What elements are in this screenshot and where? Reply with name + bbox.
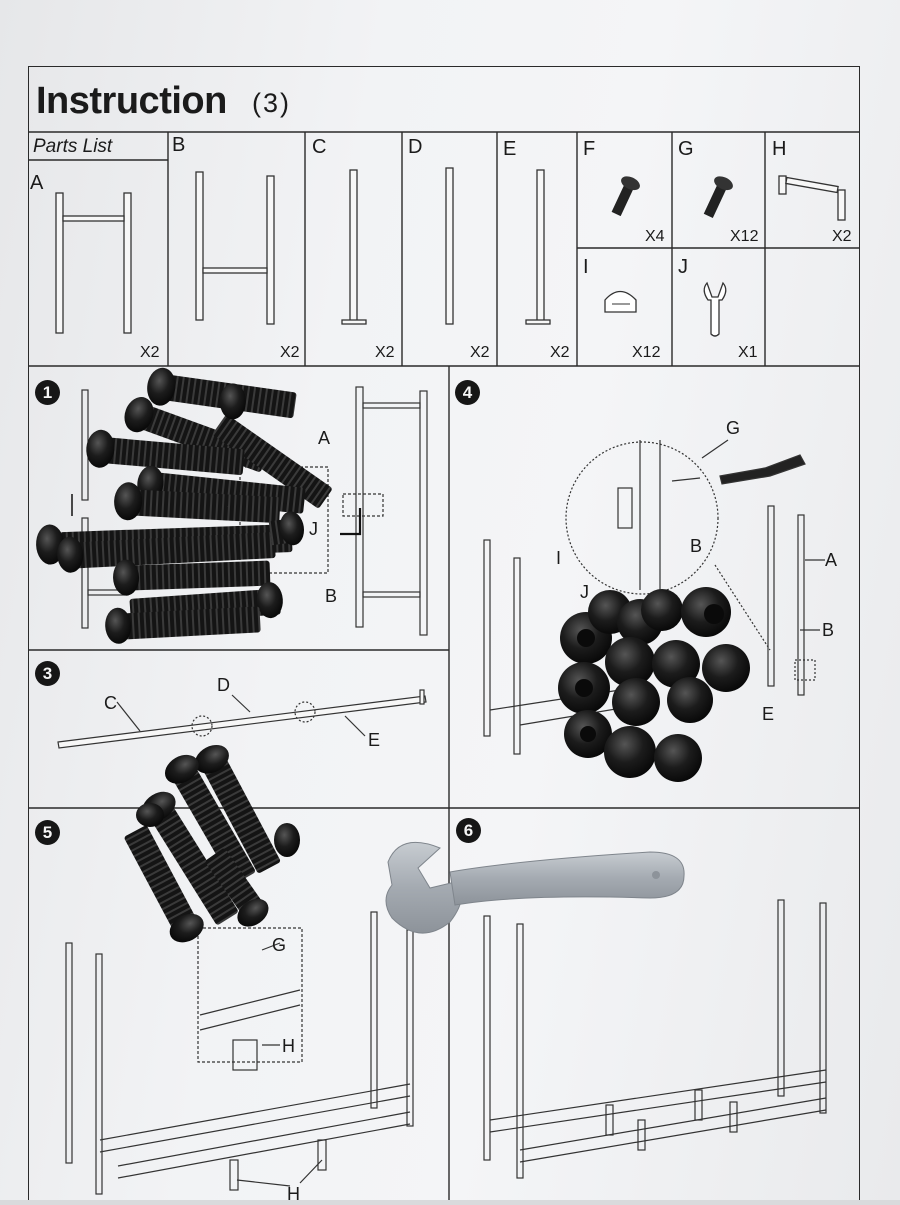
part-letter-f: F [583,138,596,160]
step3-callout-d: D [217,675,230,695]
step4-callout-j: J [580,582,589,602]
part-qty-g: X12 [730,228,759,245]
loose-bolts-pile-step5 [124,745,300,943]
step5-callout-g: G [272,935,287,955]
step-number-6: 6 [456,818,481,843]
part-qty-e: X2 [550,344,570,361]
loose-cap-nuts-step4 [558,587,750,782]
part-qty-b: X2 [280,344,300,361]
step5-callout-h-detail: H [282,1036,295,1056]
part-qty-a: X2 [140,344,160,361]
parts-hardware [604,176,733,337]
part-letter-e: E [503,138,517,160]
step1-callout-j: J [309,519,318,539]
step1-callout-a: A [318,428,331,448]
step6-drawing [483,899,827,1179]
part-drawings [55,167,846,334]
loose-bolts-pile-step1 [36,367,332,644]
step4-callout-i: I [556,548,562,568]
part-qty-j: X1 [738,344,758,361]
step3-drawing [57,689,427,749]
part-qty-i: X12 [632,344,661,361]
step3-callout-c: C [104,693,117,713]
part-letter-b: B [172,134,186,156]
step-number-1: 1 [35,380,60,405]
part-letter-i: I [583,256,589,278]
step-number-5: 5 [35,820,60,845]
step1-callout-b: B [325,586,338,606]
part-qty-d: X2 [470,344,490,361]
page-number: (3) [252,88,291,118]
part-letter-d: D [408,136,423,158]
part-letter-j: J [678,256,688,278]
part-letter-c: C [312,136,327,158]
part-letter-h: H [772,138,787,160]
step5-callout-h: H [287,1184,300,1204]
parts-list-heading: Parts List [33,136,113,157]
part-letter-g: G [678,138,694,160]
step-number-3: 3 [35,661,60,686]
step5-drawing [65,911,414,1195]
part-qty-c: X2 [375,344,395,361]
part-letter-a: A [30,172,44,194]
step-number-4: 4 [455,380,480,405]
step4-callout-g: G [726,418,741,438]
sheet-frame [28,66,860,1200]
part-qty-f: X4 [645,228,665,245]
part-qty-h: X2 [832,228,852,245]
page-title: Instruction [36,80,227,122]
step4-callout-b-detail: B [690,536,703,556]
step4-callout-a: A [825,550,838,570]
step3-callout-e: E [368,730,381,750]
step4-callout-b: B [822,620,835,640]
step1-frame-drawing [71,386,428,636]
grid-lines [28,131,860,1200]
step4-callout-e: E [762,704,775,724]
step4-drawing [483,439,825,755]
loose-wrench [385,841,685,934]
